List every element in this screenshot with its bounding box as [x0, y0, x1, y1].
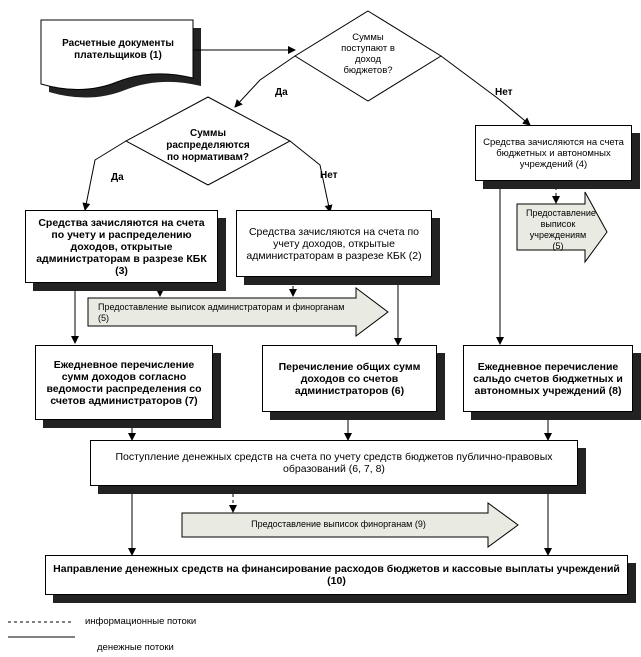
daily-balance-node: Ежедневное перечисление сальдо счетов бю…: [463, 345, 633, 412]
diamond-distribution: [124, 96, 292, 186]
kbk-distribution-node: Средства зачисляются на счета по учету и…: [25, 210, 218, 283]
label-no-1: Нет: [495, 87, 513, 98]
diamond-receipts: [294, 10, 442, 102]
label-no-2: Нет: [320, 170, 338, 181]
receipts-question: Суммы поступают в доход бюджетов?: [341, 32, 395, 76]
arrow-shape-fin: [181, 502, 519, 548]
statements-fin-text: Предоставление выписок финорганам (9): [251, 519, 426, 529]
label-yes-1: Да: [275, 87, 288, 98]
statements-inst-text: Предоставление выписок учреждениям (5): [526, 208, 596, 251]
receipt-funds-node: Поступление денежных средств на счета по…: [90, 440, 578, 486]
legend-info: информационные потоки: [85, 616, 197, 627]
label-yes-2: Да: [111, 172, 124, 183]
daily-transfer-node: Ежедневное перечисление сумм доходов сог…: [35, 345, 213, 420]
kbk-admin-node: Средства зачисляются на счета по учету д…: [236, 210, 432, 277]
budget-institutions-node: Средства зачисляются на счета бюджетных …: [475, 125, 632, 181]
document-shape: [40, 19, 194, 91]
payment-docs-node: Расчетные документы плательщиков (1): [62, 38, 174, 61]
arrow-shape-admin: [87, 287, 389, 337]
arrow-shape-inst: [516, 191, 608, 264]
legend-money: денежные потоки: [97, 642, 174, 653]
financing-node: Направление денежных средств на финансир…: [45, 555, 628, 595]
statements-admin-text: Предоставление выписок администраторам и…: [98, 302, 345, 323]
distribution-question: Суммы распределяются по нормативам?: [166, 128, 250, 163]
total-transfer-node: Перечисление общих сумм доходов со счето…: [262, 345, 437, 412]
